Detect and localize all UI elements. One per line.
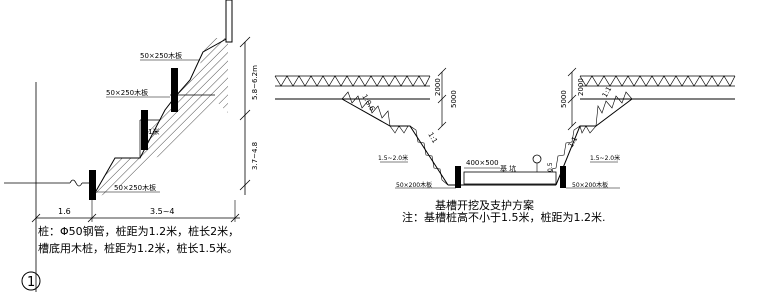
depth-right-2: 5000 (560, 90, 568, 108)
vertical-dim-upper: 5.8~6.2m (251, 65, 259, 100)
slope-label-4: 1:1 (601, 85, 614, 99)
plank-label-bottom-right: 50×200木板 (572, 181, 608, 189)
section-marker-circle (21, 271, 41, 291)
left-section: 50×250木板 50×250木板 50×250木板 1米 5.8~6.2m 3… (4, 0, 259, 292)
right-title: 基槽开挖及支护方案 (435, 199, 534, 212)
foundation-tray (463, 171, 557, 185)
vertical-dim-lower: 3.7~4.8 (251, 142, 259, 170)
bottom-dim-2: 3.5~4 (150, 207, 175, 216)
plank-label-mid: 50×250木板 (106, 88, 148, 97)
bottom-dim-1: 1.6 (58, 207, 71, 216)
plank-label-top: 50×250木板 (140, 51, 182, 60)
pile-left-bottom (455, 166, 461, 188)
pile-4 (225, 0, 233, 43)
ground-soil-right (579, 75, 736, 87)
pipe-label: 400×500 (466, 159, 499, 167)
pile-1 (89, 170, 96, 200)
berm-width-right: 1.5~2.0米 (590, 154, 620, 162)
left-note-line-1: 桩：Φ50钢管，桩距为1.2米，桩长2米， (38, 225, 240, 238)
berm-width-left: 1.5~2.0米 (378, 154, 408, 162)
depth-left-2: 5000 (450, 90, 458, 108)
section-marker: 1 (27, 275, 35, 290)
small-dim: 0.5 (547, 162, 554, 172)
plank-label-bottom: 50×250木板 (114, 183, 156, 192)
slope-label-2: 1:1 (426, 131, 439, 145)
right-section: 2000 5000 2000 5000 1:0.6 1:1 1:1 1:1 1.… (274, 67, 736, 189)
pile-2 (141, 110, 148, 150)
slope-label-1: 1:0.6 (360, 93, 376, 113)
plank-label-bottom-left: 50×200木板 (396, 181, 432, 189)
excavation-profile (91, 37, 229, 199)
tray-label: 基 坑 (500, 164, 516, 173)
left-note-line-2: 槽底用木桩，桩距为1.2米，桩长1.5米。 (38, 242, 238, 255)
right-note: 注：基槽桩高不小于1.5米，桩距为1.2米. (402, 211, 606, 224)
soil-hatched-area (92, 38, 228, 196)
step-label: 1米 (148, 127, 159, 136)
pile-3 (171, 68, 178, 112)
left-notes: 桩：Φ50钢管，桩距为1.2米，桩长2米， 槽底用木桩，桩距为1.2米，桩长1.… (38, 223, 239, 257)
pile-right-bottom (560, 166, 566, 188)
break-line (69, 179, 83, 187)
pipe-circle (532, 154, 542, 164)
slope-label-3: 1:1 (567, 135, 580, 149)
slope-right (555, 98, 633, 186)
depth-left-1: 2000 (434, 78, 442, 96)
ground-soil-left (274, 75, 431, 87)
depth-right-1: 2000 (577, 78, 585, 96)
